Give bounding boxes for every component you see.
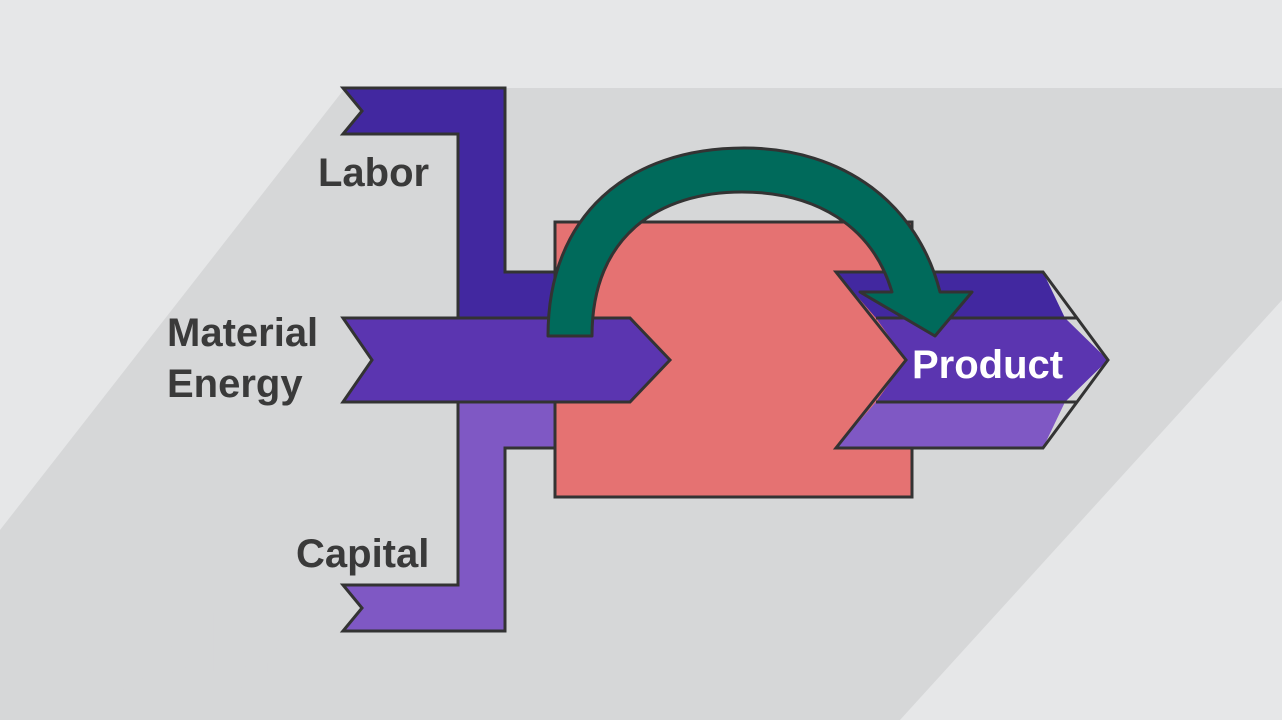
feedback-arrow <box>546 146 974 338</box>
material-energy-arrow <box>340 316 673 404</box>
product-arrow-outline <box>832 270 1110 450</box>
labor-label: Labor <box>318 151 429 195</box>
product-label: Product <box>912 343 1063 387</box>
product-band-bottom <box>836 402 1065 448</box>
product-band-middle <box>876 318 1108 402</box>
watermark-logo: فرادرس <box>1 601 320 691</box>
material-label: Material <box>167 311 318 355</box>
energy-label: Energy <box>167 362 303 406</box>
capital-label: Capital <box>296 532 429 576</box>
